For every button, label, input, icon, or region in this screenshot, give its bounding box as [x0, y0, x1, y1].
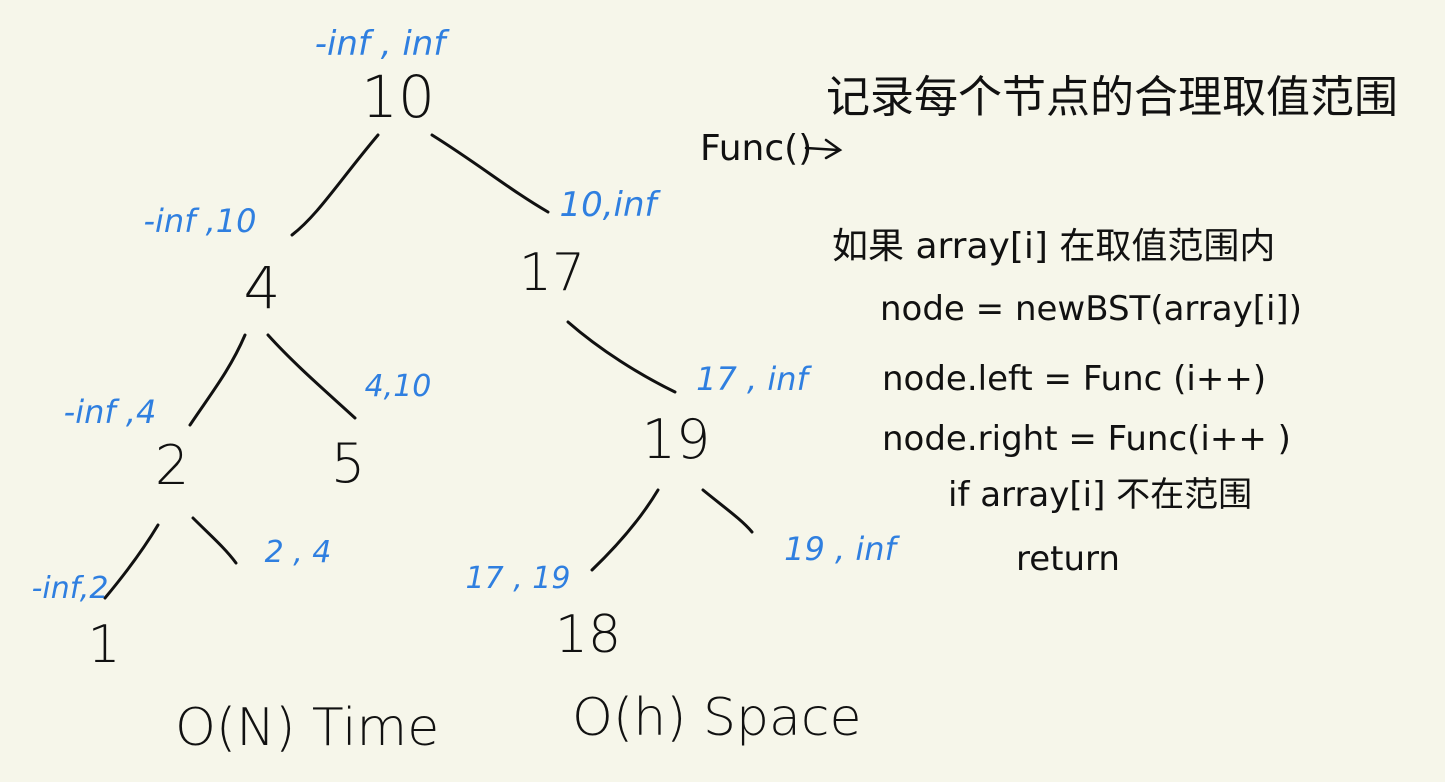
node-19: 19: [642, 408, 711, 471]
notes-line-6: return: [1016, 539, 1120, 579]
notes-title: 记录每个节点的合理取值范围: [826, 72, 1398, 123]
range-10: -inf , inf: [315, 24, 451, 64]
node-4: 4: [244, 254, 281, 322]
edge-2-right: [191, 516, 238, 565]
node-17: 17: [519, 243, 585, 303]
node-5: 5: [331, 432, 365, 495]
edge-4-2: [188, 333, 247, 427]
range-17: 10,inf: [559, 185, 661, 225]
edge-2-1: [103, 523, 160, 600]
arrow-icon: [804, 138, 843, 160]
range-19: 17 , inf: [696, 360, 812, 398]
time-complexity: O(N) Time: [175, 698, 439, 758]
range-19-right: 19 , inf: [784, 530, 900, 568]
edge-4-5: [266, 333, 357, 420]
edge-10-17: [430, 133, 550, 214]
notes-line-1: 如果 array[i] 在取值范围内: [832, 226, 1275, 267]
edge-10-4: [290, 133, 380, 237]
edge-17-19: [566, 320, 677, 394]
edge-19-18: [590, 488, 660, 572]
node-2: 2: [155, 434, 189, 497]
range-2: -inf ,4: [64, 393, 157, 431]
node-1: 1: [87, 615, 120, 675]
space-complexity: O(h) Space: [572, 688, 861, 748]
node-18: 18: [555, 605, 621, 665]
notes-line-3: node.left = Func (i++): [882, 359, 1266, 399]
notes-line-2: node = newBST(array[i]): [880, 289, 1302, 329]
range-5: 4,10: [365, 369, 432, 404]
notes-func: Func(): [700, 128, 812, 169]
range-2-right: 2 , 4: [265, 535, 332, 570]
node-10: 10: [361, 63, 435, 131]
notes-line-5: if array[i] 不在范围: [948, 475, 1252, 515]
range-4: -inf ,10: [143, 202, 256, 240]
edge-19-right: [701, 488, 754, 534]
range-18: 17 , 19: [466, 561, 571, 596]
range-1: -inf,2: [32, 571, 109, 606]
notes-line-4: node.right = Func(i++ ): [882, 419, 1291, 459]
